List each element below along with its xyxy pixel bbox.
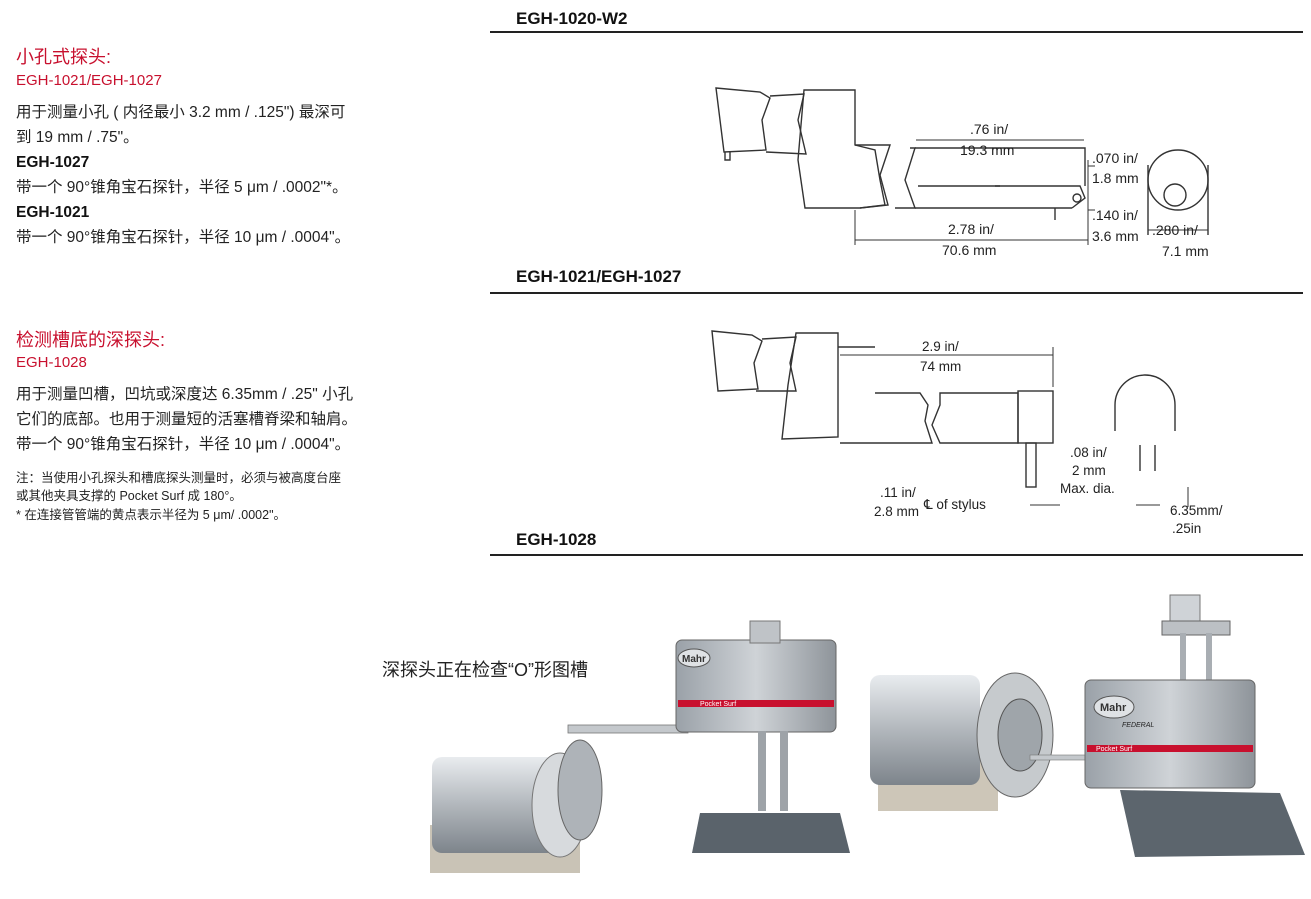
- product-photo: Mahr Pocket Surf Mahr FEDERAL Pocket Sur…: [430, 594, 1305, 873]
- section2-line1: 用于测量凹槽，凹坑或深度达 6.35mm / .25" 小孔: [16, 386, 354, 403]
- divider-3: [490, 554, 1303, 556]
- note-line3: * 在连接管管端的黄点表示半径为 5 μm/ .0002"。: [16, 508, 287, 522]
- section2-line3: 带一个 90°锥角宝石探针，半径 10 μm / .0004"。: [16, 436, 351, 453]
- heading-egh1028: EGH-1028: [516, 530, 597, 549]
- d2-dim-c1: .11 in/: [880, 485, 916, 500]
- d2-stylus-label: ℄ of stylus: [923, 497, 986, 512]
- item-egh1027-label: EGH-1027: [16, 154, 90, 171]
- heading-egh1020: EGH-1020-W2: [516, 9, 628, 28]
- section1-models: EGH-1021/EGH-1027: [16, 72, 162, 89]
- photo-caption: 深探头正在检查“O”形图槽: [382, 660, 588, 680]
- right-gauge-brand: Mahr: [1100, 702, 1127, 714]
- right-gauge: Mahr FEDERAL Pocket Surf: [1084, 594, 1305, 857]
- diagram-egh1028: 2.9 in/ 74 mm .08 in/ 2 mm Max. dia. .11…: [711, 330, 1223, 536]
- left-gauge-brand: Mahr: [682, 654, 706, 665]
- note-line1: 注：当使用小孔探头和槽底探头测量时，必须与被高度台座: [16, 471, 342, 485]
- d2-dim-d2: .25in: [1172, 521, 1201, 536]
- d2-dim-b2: 2 mm: [1072, 463, 1106, 478]
- d1-dim-e2: 7.1 mm: [1162, 243, 1209, 259]
- diagram-egh1021-1027: .76 in/ 19.3 mm .070 in/ 1.8 mm .140 in/…: [715, 87, 1209, 259]
- d2-dim-a2: 74 mm: [920, 359, 961, 374]
- right-workpiece: [870, 672, 1054, 811]
- d1-dim-a1: .76 in/: [970, 121, 1008, 137]
- item-egh1021-text: 带一个 90°锥角宝石探针，半径 10 μm / .0004"。: [16, 229, 351, 246]
- d1-dim-c2: 3.6 mm: [1092, 228, 1139, 244]
- left-workpiece: [430, 739, 603, 873]
- section1-title: 小孔式探头:: [16, 47, 112, 67]
- d1-dim-d2: 70.6 mm: [942, 242, 996, 258]
- divider-1: [490, 31, 1303, 33]
- item-egh1027-text: 带一个 90°锥角宝石探针，半径 5 μm / .0002"*。: [16, 179, 348, 196]
- section2-title: 检测槽底的深探头:: [16, 330, 166, 350]
- d1-dim-e1: .280 in/: [1152, 222, 1198, 238]
- d2-dim-b3: Max. dia.: [1060, 481, 1115, 496]
- d2-dim-c2: 2.8 mm: [874, 504, 919, 519]
- d2-dim-a1: 2.9 in/: [922, 339, 959, 354]
- section1-desc-line2: 到 19 mm / .75"。: [16, 129, 139, 146]
- right-gauge-brand2: FEDERAL: [1122, 722, 1154, 729]
- section2-models: EGH-1028: [16, 354, 87, 371]
- d1-dim-c1: .140 in/: [1092, 207, 1138, 223]
- heading-egh1021-1027: EGH-1021/EGH-1027: [516, 267, 682, 286]
- d1-dim-b1: .070 in/: [1092, 150, 1138, 166]
- left-gauge-product: Pocket Surf: [700, 701, 736, 708]
- section1-desc-line1: 用于测量小孔 ( 内径最小 3.2 mm / .125") 最深可: [16, 104, 346, 121]
- d1-dim-a2: 19.3 mm: [960, 142, 1014, 158]
- divider-2: [490, 292, 1303, 294]
- d2-dim-d1: 6.35mm/: [1170, 503, 1223, 518]
- note-line2: 或其他夹具支撑的 Pocket Surf 成 180°。: [16, 489, 242, 503]
- section2-line2: 它们的底部。也用于测量短的活塞槽脊梁和轴肩。: [16, 411, 358, 428]
- right-gauge-product: Pocket Surf: [1096, 746, 1132, 753]
- d1-dim-d1: 2.78 in/: [948, 221, 994, 237]
- d1-dim-b2: 1.8 mm: [1092, 170, 1139, 186]
- item-egh1021-label: EGH-1021: [16, 204, 90, 221]
- d2-dim-b1: .08 in/: [1070, 445, 1107, 460]
- left-gauge: Mahr Pocket Surf: [675, 620, 850, 853]
